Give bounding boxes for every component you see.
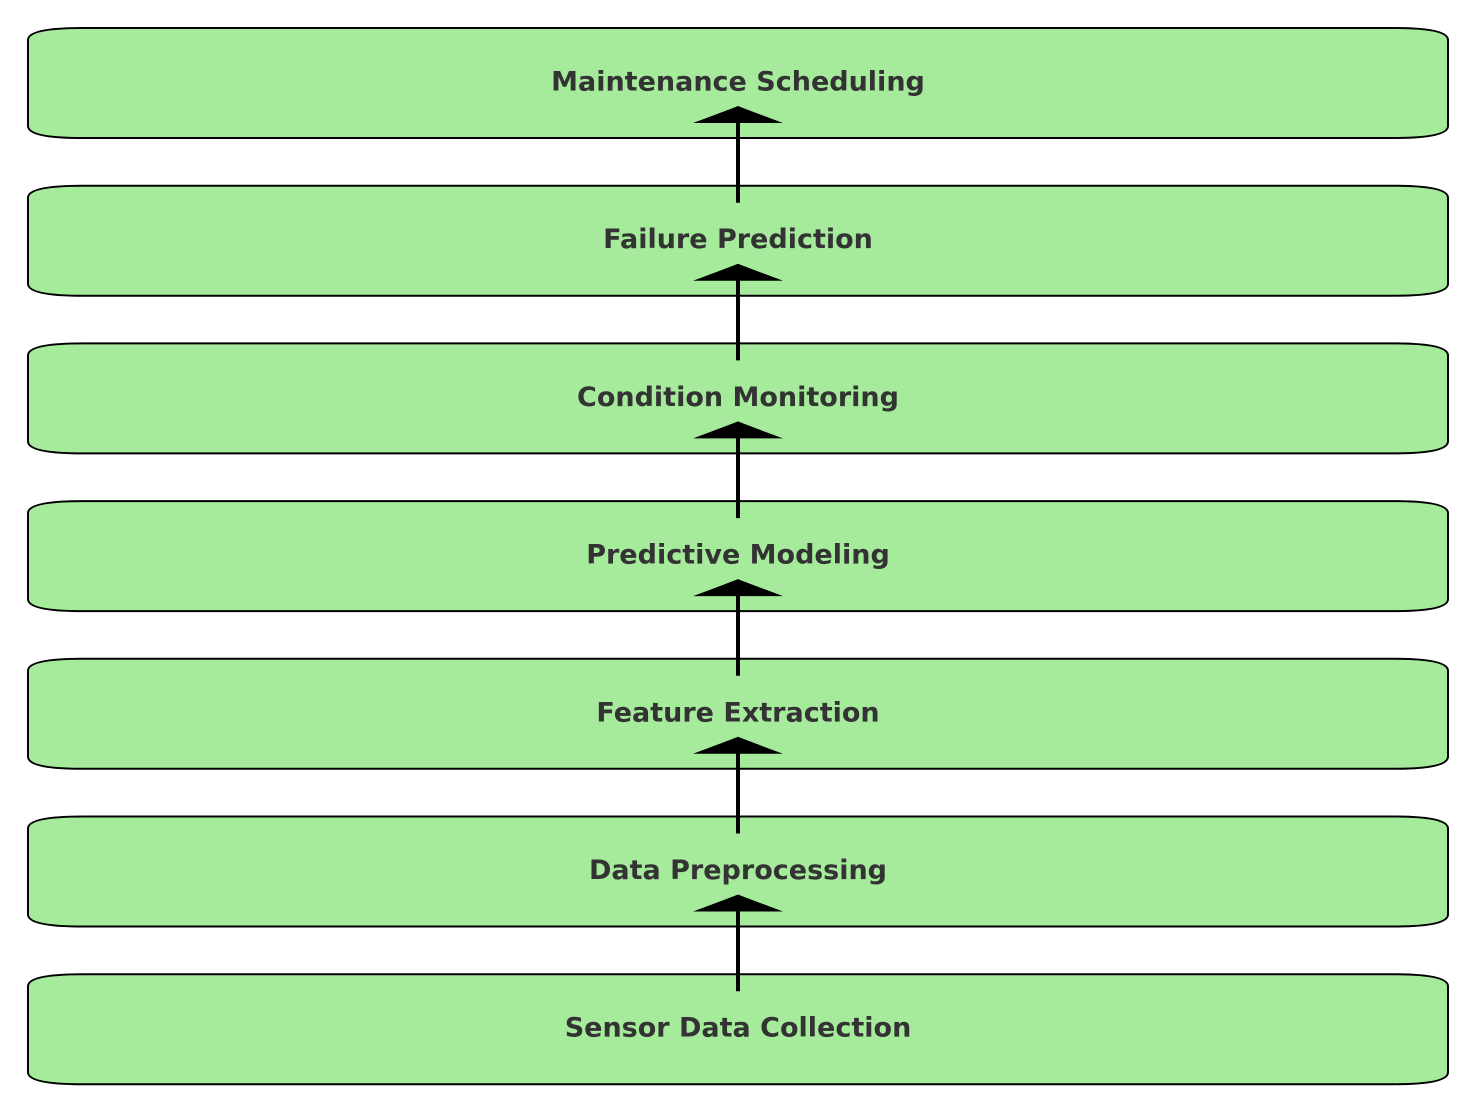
arrow-head-failure-prediction-to-maintenance-scheduling <box>693 106 783 123</box>
stage-box-failure-prediction <box>27 184 1449 297</box>
arrow-head-predictive-modeling-to-condition-monitoring <box>693 421 783 439</box>
stage-box-predictive-modeling <box>27 500 1449 613</box>
edges-layer <box>693 106 783 992</box>
stage-label-predictive-modeling: Predictive Modeling <box>586 540 890 571</box>
stage-label-sensor-data-collection: Sensor Data Collection <box>565 1013 912 1044</box>
arrow-head-condition-monitoring-to-failure-prediction <box>693 263 783 281</box>
arrow-head-data-preprocessing-to-feature-extraction <box>693 736 783 754</box>
stage-box-sensor-data-collection <box>27 973 1449 1086</box>
stage-label-data-preprocessing: Data Preprocessing <box>589 855 887 886</box>
stage-label-failure-prediction: Failure Prediction <box>603 224 873 255</box>
stage-box-feature-extraction <box>27 657 1449 770</box>
stage-label-condition-monitoring: Condition Monitoring <box>577 382 899 413</box>
arrow-head-sensor-data-collection-to-data-preprocessing <box>693 894 783 912</box>
stage-box-data-preprocessing <box>27 815 1449 928</box>
arrow-head-feature-extraction-to-predictive-modeling <box>693 579 783 597</box>
stage-box-condition-monitoring <box>27 342 1449 455</box>
stage-label-maintenance-scheduling: Maintenance Scheduling <box>551 67 925 98</box>
stage-label-feature-extraction: Feature Extraction <box>596 697 879 728</box>
stage-box-maintenance-scheduling <box>27 27 1449 139</box>
